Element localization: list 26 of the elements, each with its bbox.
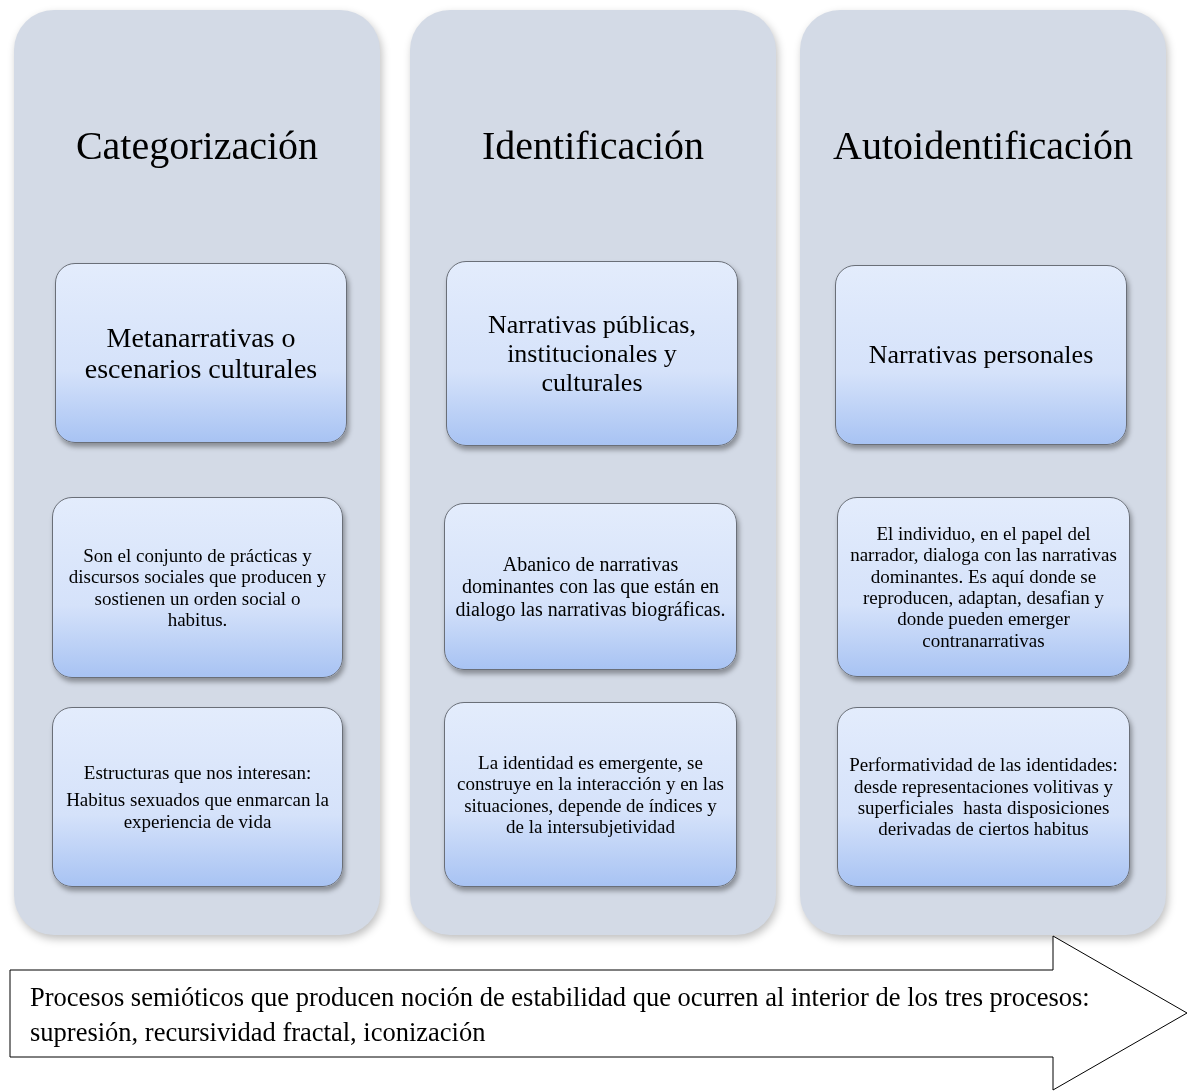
text-card <box>444 702 737 887</box>
text-card <box>837 497 1130 677</box>
card-text: Metanarrativas o escenarios culturales <box>83 321 319 385</box>
card-text: Narrativas públicas, institucionales y culturales <box>487 309 697 398</box>
text-card <box>52 497 343 678</box>
column-heading: Identificación <box>480 122 706 169</box>
text-card <box>446 261 738 446</box>
text-card <box>55 263 347 443</box>
column-heading: Autoidentificación <box>832 122 1134 169</box>
column-heading: Categorización <box>74 122 320 169</box>
text-card <box>835 265 1127 445</box>
card-text: La identidad es emergente, se construye en la interacción y en las situaciones, depende de índices y de la intersubjetividad <box>456 751 725 838</box>
card-text: Abanico de narrativas dominantes con las que están en dialogo las narrativas biográficas. <box>455 552 726 621</box>
card-text: Estructuras que nos interesan: <box>83 762 312 784</box>
card-text: Son el conjunto de prácticas y discursos sociales que producen y sostienen un orden social o habitus. <box>67 544 328 631</box>
card-text: Habitus sexuados que enmarcan la experiencia de vida <box>65 789 330 832</box>
card-text: Performatividad de las identidades: desde representaciones volitivas y superficiales hasta disposiciones derivadas de ciertos habitus <box>848 754 1119 840</box>
column-panel <box>14 10 380 935</box>
text-card <box>52 707 343 887</box>
column-panel <box>800 10 1166 935</box>
card-text: Narrativas personales <box>868 340 1094 370</box>
column-panel <box>410 10 776 935</box>
text-card <box>444 503 737 670</box>
arrow-text: Procesos semióticos que producen noción de estabilidad que ocurren al interior de los tres procesos: supresión, recursividad fractal, iconización <box>30 981 1090 1049</box>
text-card <box>837 707 1130 887</box>
card-text: El individuo, en el papel del narrador, dialoga con las narrativas dominantes. Es aquí donde se reproducen, adaptan, desafian y donde pueden emerger contranarrativas <box>849 523 1118 651</box>
